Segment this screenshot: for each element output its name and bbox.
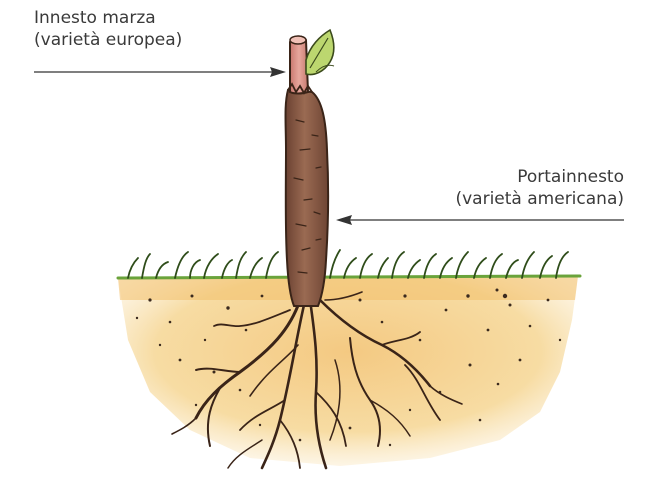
rootstock-label: Portainnesto (varietà americana)	[455, 166, 624, 210]
scion-arrow	[34, 67, 286, 77]
rootstock-trunk-icon	[286, 90, 329, 306]
rootstock-arrow	[336, 215, 624, 225]
leaf-icon	[306, 30, 334, 75]
scion-label-line2: (varietà europea)	[34, 29, 182, 51]
rootstock-label-line1: Portainnesto	[455, 166, 624, 188]
grass-icon	[118, 250, 580, 278]
scion-label: Innesto marza (varietà europea)	[34, 7, 182, 51]
soil-cross-section-icon	[118, 276, 578, 466]
scion-label-line1: Innesto marza	[34, 7, 182, 29]
rootstock-label-line2: (varietà americana)	[455, 188, 624, 210]
